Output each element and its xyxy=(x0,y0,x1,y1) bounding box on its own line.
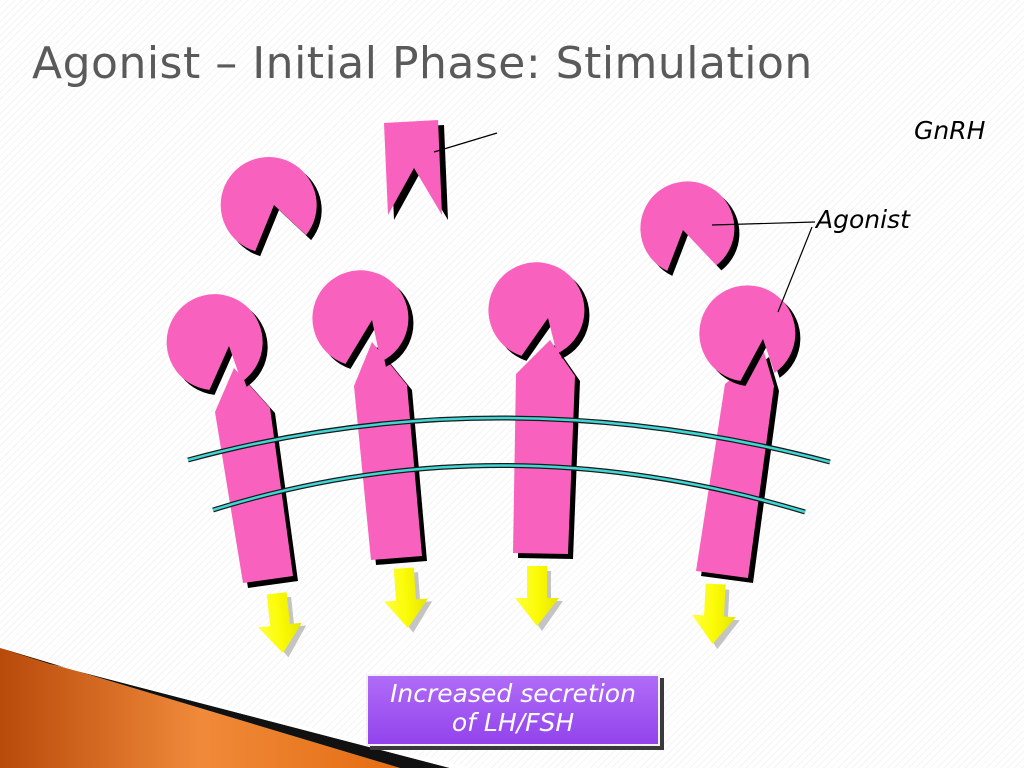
gnrh-label: GnRH xyxy=(914,116,986,145)
leader-lines xyxy=(433,132,816,313)
callout-line-1: Increased secretion xyxy=(390,679,636,708)
receptor xyxy=(696,352,779,583)
slide-title: Agonist – Initial Phase: Stimulation xyxy=(32,38,813,89)
signal-arrow xyxy=(692,583,740,650)
signal-arrow xyxy=(515,566,563,631)
callout-line-2: of LH/FSH xyxy=(451,708,575,737)
bound-agonist xyxy=(312,270,414,369)
receptor xyxy=(354,342,427,565)
signal-arrow xyxy=(384,567,433,633)
agonist-label: Agonist xyxy=(814,205,911,234)
receptor xyxy=(513,340,580,559)
cell-membrane xyxy=(187,415,831,515)
bound-agonist xyxy=(166,294,268,395)
free-agonist xyxy=(640,181,740,276)
receptor xyxy=(215,368,298,588)
free-agonist xyxy=(220,157,322,257)
bound-agonist xyxy=(699,285,801,386)
signal-arrow xyxy=(258,592,307,658)
free-gnrh xyxy=(384,120,448,220)
secretion-callout: Increased secretion of LH/FSH xyxy=(366,674,660,746)
bound-agonist xyxy=(488,262,590,361)
corner-decoration xyxy=(0,648,470,768)
